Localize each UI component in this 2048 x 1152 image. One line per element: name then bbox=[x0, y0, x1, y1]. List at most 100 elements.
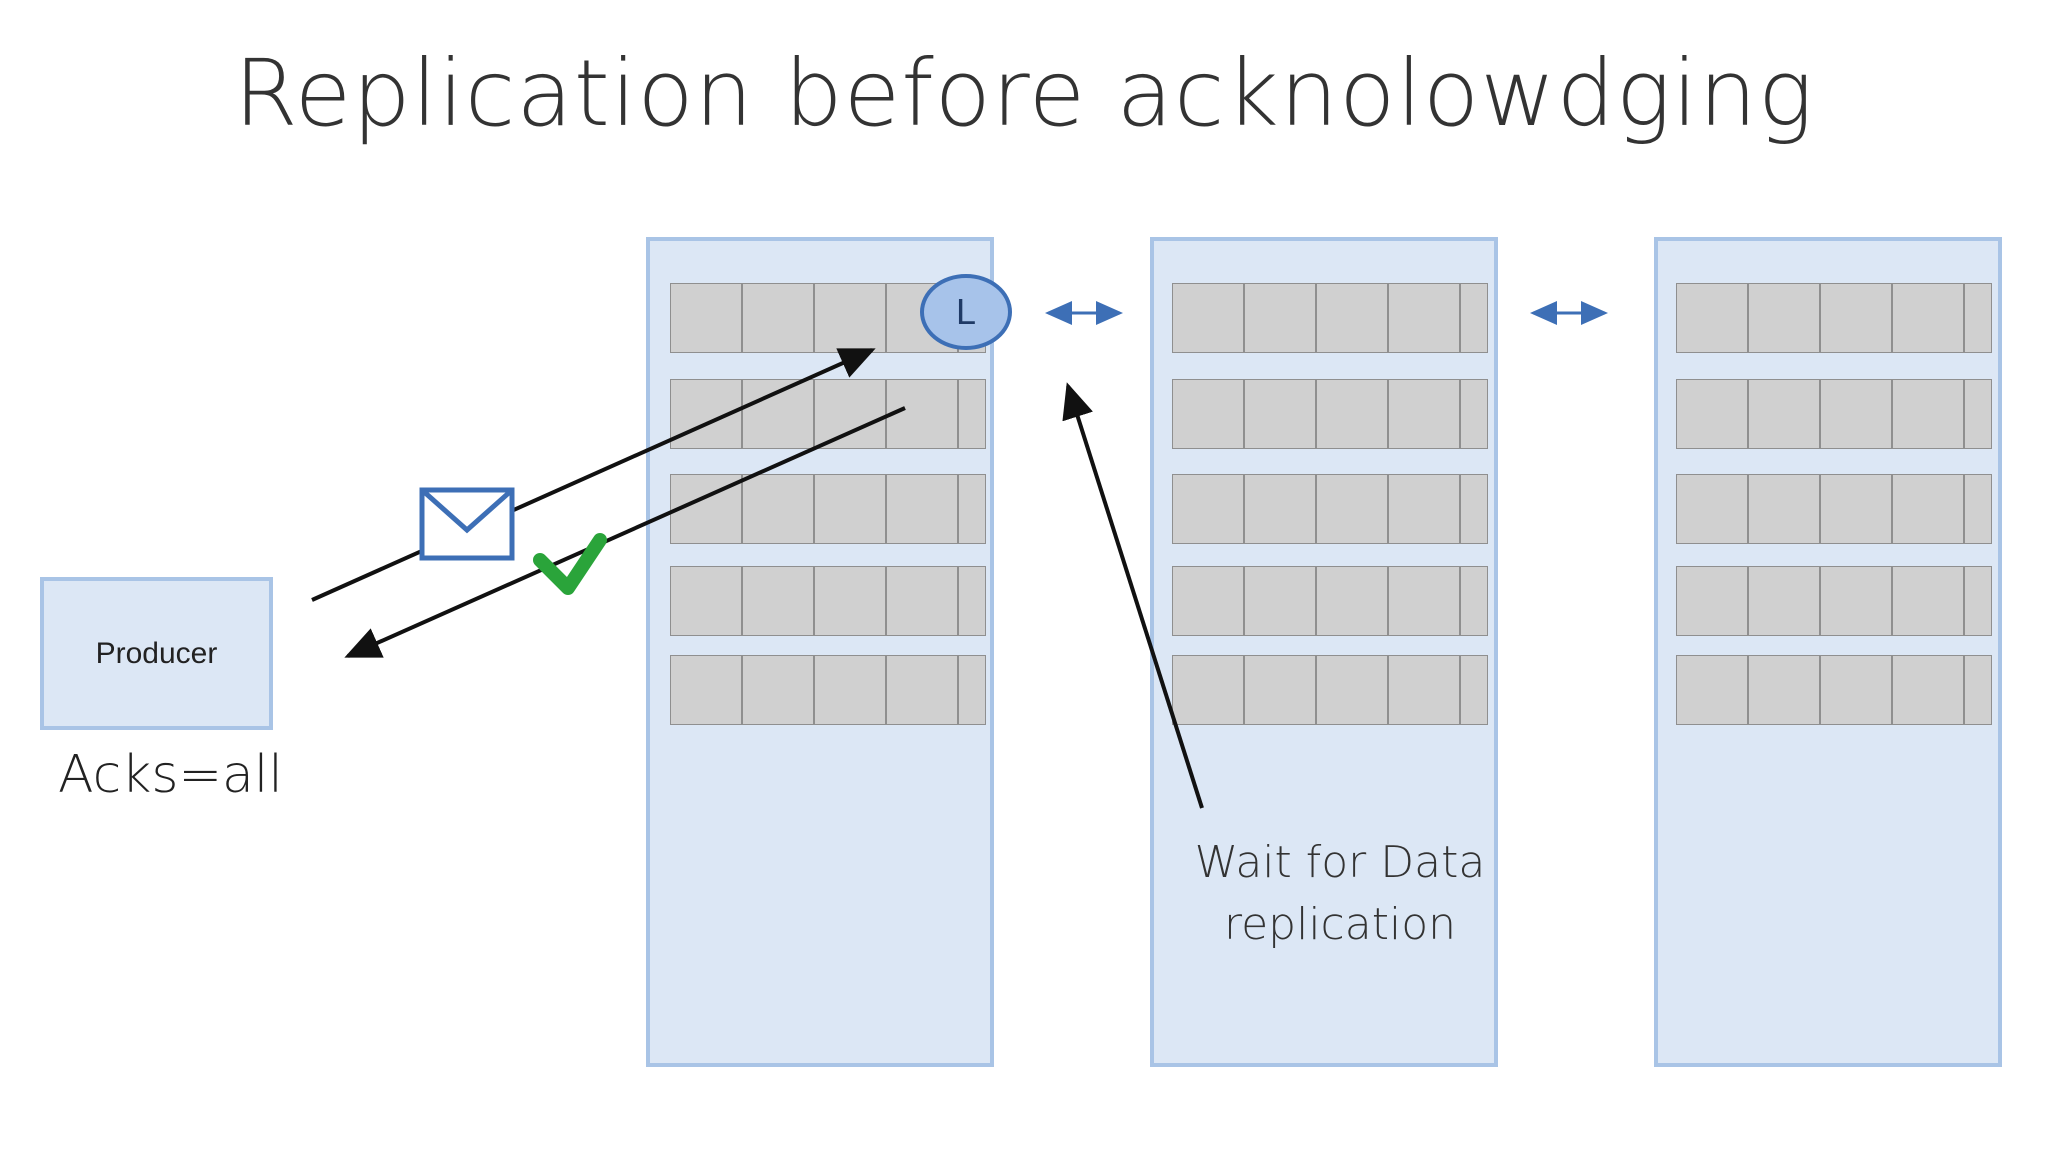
log-cell bbox=[1461, 380, 1487, 448]
log-cell bbox=[1749, 284, 1821, 352]
log-cell bbox=[1821, 567, 1893, 635]
log-cell bbox=[1317, 380, 1389, 448]
log-cell bbox=[1821, 284, 1893, 352]
log-cell bbox=[1317, 567, 1389, 635]
log-cell bbox=[671, 284, 743, 352]
log-cell bbox=[1677, 567, 1749, 635]
log-cell bbox=[1677, 284, 1749, 352]
diagram-title: Replication before acknolowdging bbox=[233, 40, 1815, 147]
log-cell bbox=[1389, 656, 1461, 724]
log-cell bbox=[1173, 656, 1245, 724]
log-cell bbox=[1965, 567, 1991, 635]
log-cell bbox=[743, 475, 815, 543]
partition-row bbox=[1676, 566, 1992, 636]
log-cell bbox=[1893, 284, 1965, 352]
log-cell bbox=[1173, 380, 1245, 448]
ack-arrow bbox=[344, 406, 906, 658]
log-cell bbox=[1245, 475, 1317, 543]
partition-row bbox=[670, 566, 986, 636]
log-cell bbox=[887, 380, 959, 448]
log-cell bbox=[815, 284, 887, 352]
log-cell bbox=[1173, 475, 1245, 543]
log-cell bbox=[1965, 380, 1991, 448]
partition-row bbox=[670, 655, 986, 725]
log-cell bbox=[1893, 656, 1965, 724]
log-cell bbox=[743, 567, 815, 635]
log-cell bbox=[887, 656, 959, 724]
leader-label: L bbox=[955, 291, 977, 332]
log-cell bbox=[1821, 380, 1893, 448]
log-cell bbox=[671, 567, 743, 635]
log-cell bbox=[1461, 567, 1487, 635]
log-cell bbox=[1677, 475, 1749, 543]
log-cell bbox=[1821, 656, 1893, 724]
log-cell bbox=[887, 475, 959, 543]
partition-row bbox=[1172, 283, 1488, 353]
leader-badge: L bbox=[920, 274, 1012, 350]
log-cell bbox=[815, 656, 887, 724]
acks-label: Acks=all bbox=[58, 745, 283, 805]
log-cell bbox=[743, 656, 815, 724]
broker-2 bbox=[1150, 237, 1498, 1067]
partition-row bbox=[670, 474, 986, 544]
log-cell bbox=[1317, 656, 1389, 724]
partition-row bbox=[1172, 655, 1488, 725]
partition-row bbox=[1172, 566, 1488, 636]
log-cell bbox=[1245, 380, 1317, 448]
log-cell bbox=[1821, 475, 1893, 543]
note-pointer-arrow bbox=[1062, 382, 1204, 809]
log-cell bbox=[1893, 380, 1965, 448]
log-cell bbox=[1317, 284, 1389, 352]
producer-label: Producer bbox=[95, 636, 218, 670]
log-cell bbox=[1749, 656, 1821, 724]
note-line-2: replication bbox=[1223, 899, 1456, 950]
log-cell bbox=[1749, 380, 1821, 448]
log-cell bbox=[1677, 656, 1749, 724]
log-cell bbox=[1461, 656, 1487, 724]
log-cell bbox=[815, 475, 887, 543]
send-arrow bbox=[311, 348, 876, 602]
log-cell bbox=[1749, 567, 1821, 635]
broker-3 bbox=[1654, 237, 2002, 1067]
partition-row bbox=[1676, 283, 1992, 353]
log-cell bbox=[959, 380, 985, 448]
log-cell bbox=[815, 380, 887, 448]
log-cell bbox=[959, 475, 985, 543]
partition-row bbox=[1172, 379, 1488, 449]
log-cell bbox=[959, 656, 985, 724]
partition-row bbox=[1676, 655, 1992, 725]
log-cell bbox=[1461, 284, 1487, 352]
checkmark-icon bbox=[533, 533, 607, 595]
log-cell bbox=[1245, 567, 1317, 635]
log-cell bbox=[1173, 284, 1245, 352]
log-cell bbox=[959, 567, 985, 635]
log-cell bbox=[1245, 284, 1317, 352]
log-cell bbox=[1245, 656, 1317, 724]
partition-row bbox=[1676, 379, 1992, 449]
log-cell bbox=[1749, 475, 1821, 543]
log-cell bbox=[1677, 380, 1749, 448]
log-cell bbox=[1965, 475, 1991, 543]
log-cell bbox=[1461, 475, 1487, 543]
log-cell bbox=[1965, 656, 1991, 724]
partition-row bbox=[1676, 474, 1992, 544]
log-cell bbox=[1389, 475, 1461, 543]
log-cell bbox=[887, 567, 959, 635]
producer-box: Producer bbox=[40, 577, 273, 730]
log-cell bbox=[1893, 475, 1965, 543]
log-cell bbox=[815, 567, 887, 635]
log-cell bbox=[1173, 567, 1245, 635]
log-cell bbox=[1893, 567, 1965, 635]
partition-row bbox=[1172, 474, 1488, 544]
log-cell bbox=[1965, 284, 1991, 352]
log-cell bbox=[1389, 284, 1461, 352]
log-cell bbox=[1389, 380, 1461, 448]
log-cell bbox=[1317, 475, 1389, 543]
note-line-1: Wait for Data bbox=[1194, 837, 1486, 888]
envelope-icon bbox=[419, 487, 515, 561]
replication-note: Wait for Data replication bbox=[1175, 832, 1505, 956]
log-cell bbox=[671, 656, 743, 724]
log-cell bbox=[1389, 567, 1461, 635]
log-cell bbox=[743, 284, 815, 352]
